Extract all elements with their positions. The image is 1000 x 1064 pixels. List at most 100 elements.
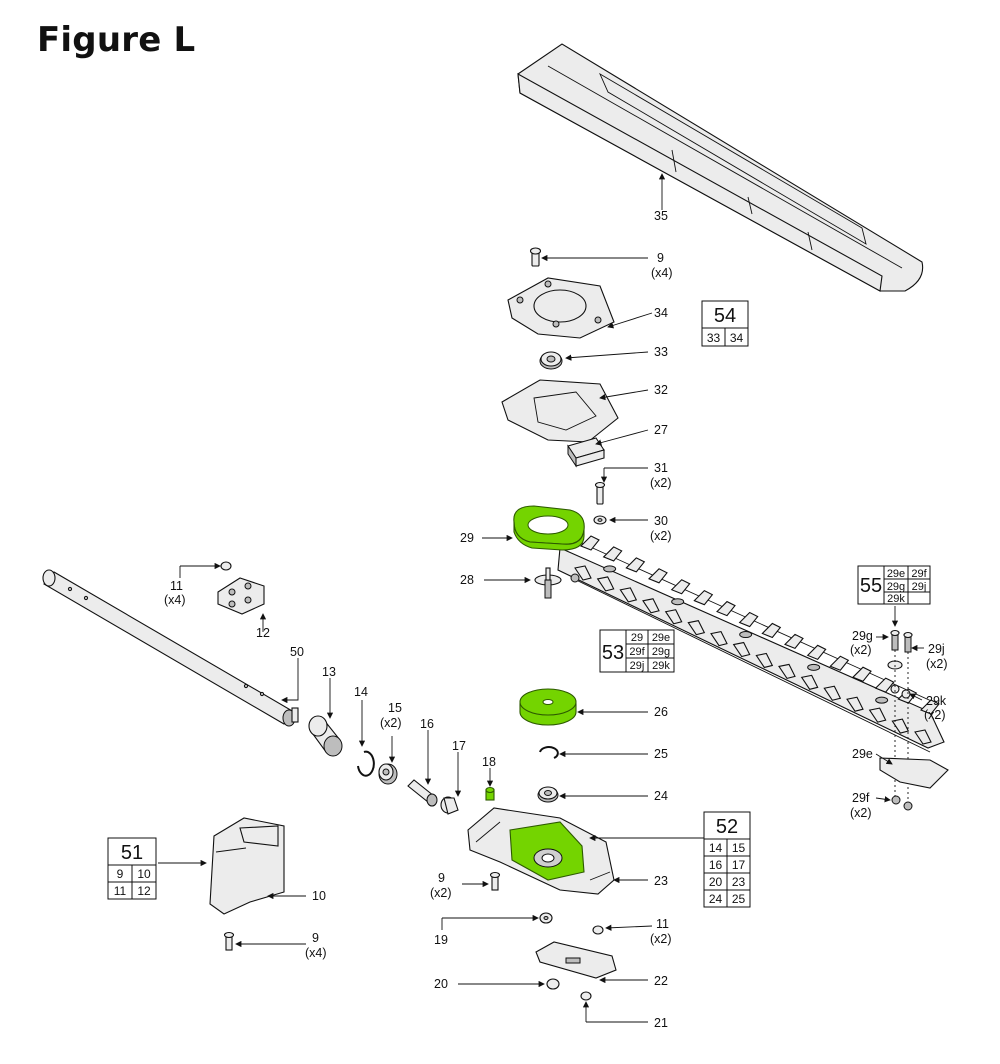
blade-tooth: [648, 568, 668, 584]
blade-tooth: [596, 576, 615, 592]
kit-52-item: 23: [732, 875, 746, 889]
callout-15: 15: [388, 701, 402, 715]
kit-52-item: 20: [709, 875, 723, 889]
kit-52-item: 15: [732, 841, 746, 855]
part-11-nut-lower: [592, 925, 604, 935]
callout-32: 32: [654, 383, 668, 397]
callout-10: 10: [312, 889, 326, 903]
blade-tooth: [868, 707, 887, 723]
part-25-circlip: [539, 746, 559, 759]
callout-23: 23: [654, 874, 668, 888]
blade-tooth: [693, 589, 714, 606]
kit-52-number: 52: [716, 816, 738, 838]
part-12-clamp-block: [217, 577, 265, 615]
callout-33: 33: [654, 345, 668, 359]
callout-21: 21: [654, 1016, 668, 1030]
part-17-bushing: [440, 796, 459, 815]
part-14-retaining-ring: [357, 750, 375, 777]
callout-9-low-qty: (x4): [305, 946, 327, 960]
callout-26: 26: [654, 705, 668, 719]
blade-tooth: [687, 620, 706, 636]
blade-tooth: [829, 655, 850, 671]
part-9-screw-top: [529, 247, 542, 267]
part-33-bearing: [539, 351, 563, 370]
callout-17: 17: [452, 739, 466, 753]
figure-title: Figure L: [37, 20, 196, 60]
kit-55-item: 29k: [887, 593, 905, 605]
kit-54-item: 33: [707, 331, 721, 345]
kit-55-number: 55: [860, 575, 882, 597]
callout-9-top: 9: [657, 251, 664, 265]
blade-tooth: [755, 652, 774, 669]
blade-slot: [671, 598, 685, 606]
callout-19: 19: [434, 933, 448, 947]
kit-54-box: 54 33 34: [701, 300, 749, 347]
part-16-shaft: [407, 779, 438, 807]
blade-tooth: [761, 622, 782, 639]
blade-tooth: [778, 663, 796, 680]
kit-53-item: 29f: [629, 646, 645, 658]
part-21-screw: [580, 991, 592, 1001]
callout-labels: 35 9 (x4) 34 33 32 27 31 (x2) 30 (x2) 29…: [164, 209, 948, 1030]
callout-28: 28: [460, 573, 474, 587]
callout-12: 12: [256, 626, 270, 640]
part-9-screw-low: [223, 931, 235, 951]
callout-22: 22: [654, 974, 668, 988]
blade-slot: [603, 565, 617, 573]
callout-24: 24: [654, 789, 668, 803]
blade-teeth: [574, 535, 940, 745]
callout-29g: 29g: [852, 629, 873, 643]
kit-52-item: 17: [732, 858, 746, 872]
callout-25: 25: [654, 747, 668, 761]
callout-15-qty: (x2): [380, 716, 402, 730]
callout-30: 30: [654, 514, 668, 528]
blade-tooth: [738, 611, 759, 628]
blade-tooth: [664, 609, 683, 625]
part-20-nut: [546, 978, 560, 990]
part-31-screw: [594, 481, 606, 505]
kit-52-item: 16: [709, 858, 723, 872]
kit-55-item: 29e: [887, 568, 905, 580]
blade-slot: [875, 696, 889, 704]
blade-tooth: [670, 579, 691, 595]
blade-slot: [739, 631, 753, 639]
callout-13: 13: [322, 665, 336, 679]
blade-tooth: [716, 600, 736, 617]
blade-tooth: [806, 644, 827, 660]
kit-52-item: 14: [709, 841, 723, 855]
kit-51-item: 9: [117, 867, 124, 881]
kit-53-item: 29g: [652, 646, 670, 658]
kit-55-item: 29j: [912, 581, 927, 593]
kit-53-number: 53: [602, 642, 624, 664]
part-22-bottom-plate: [535, 941, 617, 979]
part-19-nut: [539, 912, 553, 924]
part-29-drive-link: [513, 505, 585, 551]
blade-slots: [603, 565, 889, 704]
part-34-cover-plate: [507, 277, 615, 339]
blade-tooth: [574, 565, 592, 581]
blade-tooth: [914, 729, 932, 745]
blade-tooth: [846, 696, 864, 712]
part-10-hand-guard: [209, 817, 285, 915]
part-18-grease-fitting: [485, 786, 495, 801]
callout-18: 18: [482, 755, 496, 769]
blade-tooth: [920, 699, 940, 715]
part-30-washer: [593, 515, 607, 525]
part-32-gasket: [501, 379, 619, 443]
kit-51-item: 12: [137, 884, 151, 898]
blade-tooth: [602, 546, 623, 562]
callout-34: 34: [654, 306, 668, 320]
blade-tooth: [625, 557, 646, 573]
blade-slot: [807, 663, 821, 671]
blade-tooth: [732, 641, 751, 658]
callout-29j: 29j: [928, 642, 945, 656]
kit-54-number: 54: [714, 305, 736, 327]
kit-52-box: 52 14 15 16 17 20 23 24 25: [703, 811, 751, 908]
kit-54-item: 34: [730, 331, 744, 345]
part-35-blade-guard: [517, 43, 924, 292]
hedge-blade-assembly: [557, 535, 945, 753]
blade-tooth: [852, 666, 872, 682]
blade-tooth: [710, 630, 728, 647]
callout-35: 35: [654, 209, 668, 223]
